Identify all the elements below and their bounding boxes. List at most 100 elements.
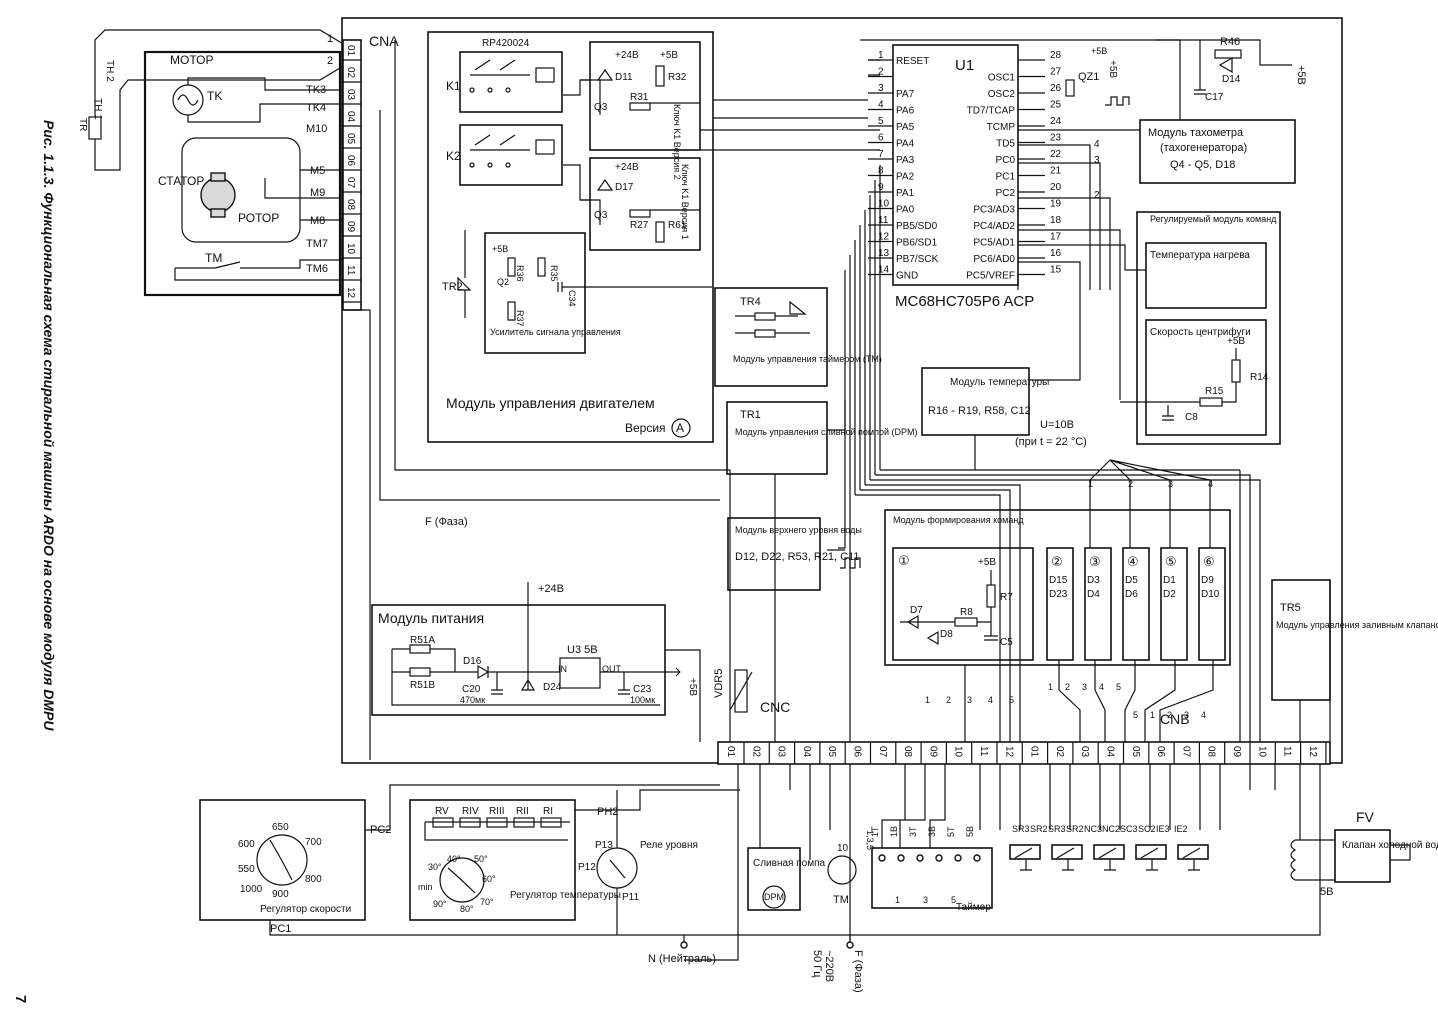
stator-coil bbox=[181, 137, 301, 243]
temp-value-5: 80° bbox=[460, 904, 474, 914]
mcu-pin-2: 2 bbox=[878, 67, 884, 78]
cmd-channel-3 bbox=[1084, 547, 1112, 661]
power-v24: +24В bbox=[538, 583, 564, 595]
cmd-channel-1 bbox=[892, 547, 1034, 661]
mcu-pin-label-7: PA3 bbox=[896, 155, 915, 166]
cnb-line-2: 3 bbox=[1082, 682, 1087, 692]
bottom-pin-23: 12 bbox=[1307, 746, 1318, 758]
key-k1-ver1 bbox=[589, 157, 701, 251]
timer-top-5T: 5T bbox=[946, 826, 956, 837]
r32-label: R32 bbox=[668, 72, 687, 83]
regulated-command-module bbox=[1136, 211, 1281, 445]
cmd-channel-1-num: ① bbox=[898, 553, 910, 568]
ph2-label: PH2 bbox=[597, 806, 618, 818]
switch-label-0: SR3 bbox=[1012, 824, 1030, 834]
mcu-pin-12: 12 bbox=[878, 232, 890, 243]
switch-icon-2 bbox=[1104, 859, 1116, 871]
cmd-channel-e-6: D10 bbox=[1201, 589, 1220, 600]
spin-components bbox=[1120, 348, 1241, 421]
cna-pin-02: 02 bbox=[345, 67, 356, 79]
cnb-line-5: 5 bbox=[1133, 710, 1138, 720]
bottom-pin-13: 02 bbox=[1054, 746, 1065, 758]
switch-label-6: SC3 bbox=[1120, 824, 1138, 834]
rotor-label: РОТОР bbox=[238, 211, 279, 225]
cmd-channel-num-5: ⑤ bbox=[1165, 554, 1177, 569]
u3-out: OUT bbox=[602, 664, 622, 674]
temperature-regulator bbox=[409, 799, 576, 921]
q3b-label: Q3 bbox=[594, 210, 608, 221]
mcu-pin-23: 23 bbox=[1050, 133, 1062, 144]
cna-pin-01: 01 bbox=[345, 45, 356, 57]
mcu-pin-9: 9 bbox=[878, 182, 884, 193]
power-v5: +5В bbox=[687, 678, 698, 696]
bottom-pin-2: 03 bbox=[776, 746, 787, 758]
command-forming-module bbox=[884, 509, 1231, 666]
mcu-pin-label-1: RESET bbox=[896, 56, 929, 67]
bottom-pin-8: 09 bbox=[927, 746, 938, 758]
timer-tm-label: TM bbox=[833, 894, 849, 906]
bottom-pin-14: 03 bbox=[1079, 746, 1090, 758]
mcu-right-pins: 2827OSC126OSC225TD7/TCAP24TCMP23TD522PC0… bbox=[966, 50, 1061, 282]
temp-value-0: 30° bbox=[428, 862, 442, 872]
u3-in: IN bbox=[558, 664, 567, 674]
k2-label: K2 bbox=[446, 149, 461, 163]
mcu-pin-label-27: OSC1 bbox=[988, 73, 1016, 84]
cnb-line-9: 4 bbox=[1201, 710, 1206, 720]
switch-label-2: SR3 bbox=[1048, 824, 1066, 834]
relay-part-label: RP420024 bbox=[482, 38, 530, 49]
bottom-pin-5: 06 bbox=[852, 746, 863, 758]
motor-control-module bbox=[427, 31, 714, 443]
temp-resistor-label-RII: RII bbox=[516, 806, 529, 817]
mcu-name: U1 bbox=[955, 57, 974, 74]
cna-wire-m8: M8 bbox=[310, 215, 325, 227]
r36-label: R36 bbox=[515, 265, 525, 282]
cnb-line-1: 2 bbox=[1065, 682, 1070, 692]
drain-pump-module bbox=[726, 401, 828, 475]
cnb-line-7: 2 bbox=[1167, 710, 1172, 720]
cmd-channel-e-4: D6 bbox=[1125, 589, 1138, 600]
mcu-v5: +5В bbox=[1107, 60, 1118, 78]
amp-title-1: Усилитель сигнала управления bbox=[490, 327, 621, 337]
r31-label: R31 bbox=[630, 92, 649, 103]
cmd-channel-1-components bbox=[900, 570, 998, 646]
r15-label: R15 bbox=[1205, 386, 1224, 397]
c23-label: C23 bbox=[633, 684, 652, 695]
mcu-pin-label-26: OSC2 bbox=[988, 89, 1016, 100]
temp-resistor-label-RIII: RIII bbox=[489, 806, 505, 817]
motor-module-title: Модуль управления двигателем bbox=[446, 395, 655, 411]
speed-value-700: 700 bbox=[305, 837, 322, 848]
d14-label: D14 bbox=[1222, 74, 1241, 85]
switch-lever-1 bbox=[1056, 847, 1075, 859]
mcu-pin-label-11: PB5/SD0 bbox=[896, 221, 938, 232]
key1-ver1-label: Ключ K1 Версия 1 bbox=[680, 164, 690, 240]
bottom-pin-19: 08 bbox=[1206, 746, 1217, 758]
timer-contacts bbox=[871, 847, 993, 909]
dpm-label: DPM bbox=[764, 892, 784, 902]
cmd-channel-num-3: ③ bbox=[1089, 554, 1101, 569]
th2-label: TH 2 bbox=[104, 60, 115, 82]
u3-label: U3 5В bbox=[567, 644, 598, 656]
key1-v24: +24В bbox=[615, 50, 639, 61]
cmd-channel-e-3: D4 bbox=[1087, 589, 1100, 600]
cmd-channel-num-6: ⑥ bbox=[1203, 554, 1215, 569]
speed-dial-icon[interactable] bbox=[256, 834, 308, 886]
temp-resistor-label-RV: RV bbox=[435, 806, 449, 817]
speed-value-600: 600 bbox=[238, 839, 255, 850]
d16-label: D16 bbox=[463, 656, 482, 667]
cnb-line-4: 5 bbox=[1116, 682, 1121, 692]
amp-v5: +5В bbox=[492, 244, 508, 254]
cnc-line-0: 1 bbox=[925, 695, 930, 705]
cna-wire-tk4: TK4 bbox=[306, 102, 326, 114]
r27-label: R27 bbox=[630, 220, 649, 231]
temp-resistor-label-RI: RI bbox=[543, 806, 553, 817]
switch-icon-4 bbox=[1188, 859, 1200, 871]
r37-label: R37 bbox=[515, 310, 525, 327]
cna-wire-tm6: TM6 bbox=[306, 263, 328, 275]
temp-module-cond: (при t = 22 °C) bbox=[1015, 436, 1087, 448]
signal-amplifier bbox=[484, 232, 586, 354]
temp-dial-icon[interactable] bbox=[439, 857, 485, 903]
key2-v24: +24В bbox=[615, 162, 639, 173]
cna-pin-08: 08 bbox=[345, 199, 356, 211]
